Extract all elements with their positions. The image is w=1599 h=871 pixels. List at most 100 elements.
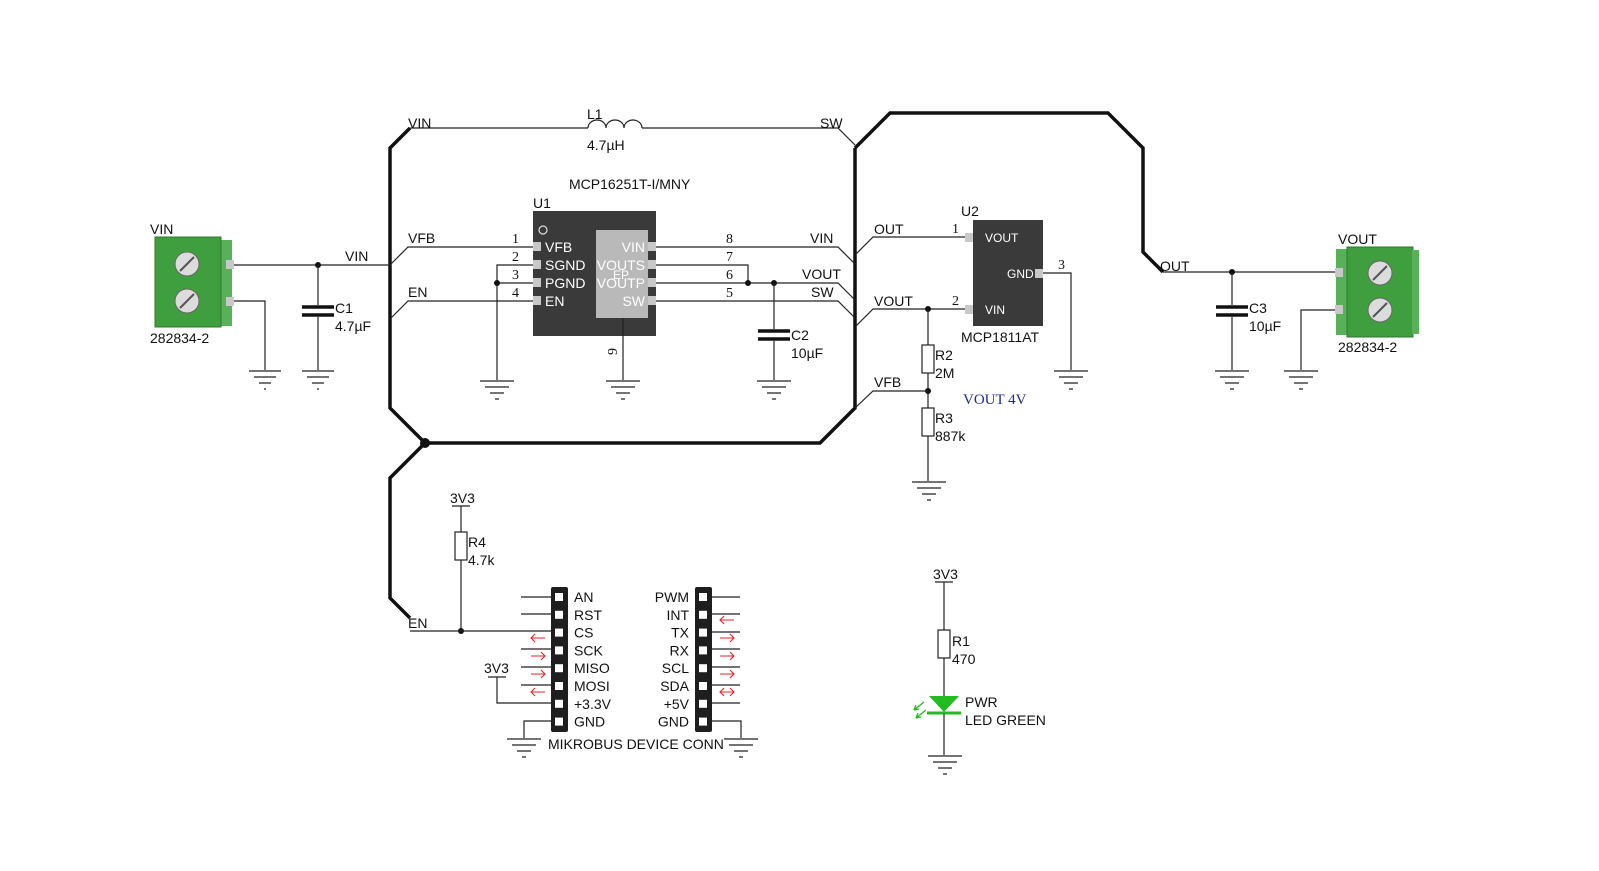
u2-pin-vout: VOUT xyxy=(985,231,1019,245)
mikrobus-left-pin xyxy=(555,628,563,637)
bus-lines xyxy=(388,111,1165,620)
net-vin-input: VIN xyxy=(345,248,368,264)
net-vfb-u1: VFB xyxy=(408,230,435,246)
mikrobus-left-label: RST xyxy=(574,607,602,623)
svg-text:1: 1 xyxy=(952,222,959,237)
r4-ref: R4 xyxy=(468,534,486,550)
svg-text:SW: SW xyxy=(622,293,645,309)
mikrobus-left-label: GND xyxy=(574,714,605,730)
r3-body xyxy=(921,407,935,437)
net-vin-l1: VIN xyxy=(408,115,431,131)
r1-ref: R1 xyxy=(952,633,970,649)
mikrobus-title: MIKROBUS DEVICE CONN xyxy=(548,736,724,752)
c3-value: 10µF xyxy=(1249,318,1281,334)
net-3v3-led: 3V3 xyxy=(933,566,958,582)
mikrobus-pins: ANRSTCSSCKMISOMOSI+3.3VGNDPWMINTTXRXSCLS… xyxy=(555,589,707,730)
mikrobus-right-label: PWM xyxy=(655,589,689,605)
mikrobus-right-pin xyxy=(699,628,707,637)
svg-text:3: 3 xyxy=(1058,258,1065,273)
l1-value: 4.7µH xyxy=(587,137,625,153)
mikrobus-right-header xyxy=(695,587,712,732)
net-en-u1: EN xyxy=(408,284,427,300)
terminal-in-part: 282834-2 xyxy=(150,330,209,346)
mikrobus-left-pin xyxy=(555,699,563,708)
u2-pin-vin: VIN xyxy=(985,303,1005,317)
svg-text:EN: EN xyxy=(545,293,564,309)
svg-text:5: 5 xyxy=(726,286,733,301)
u1-left-pins: VFB SGND PGND EN 1 2 3 4 xyxy=(512,232,585,309)
mikrobus-right-pin xyxy=(699,682,707,690)
mikrobus-left-label: MISO xyxy=(574,660,610,676)
svg-text:VOUTS: VOUTS xyxy=(597,257,645,273)
mikrobus-right-pin xyxy=(699,699,707,708)
u2-ref: U2 xyxy=(961,203,979,219)
c2-value: 10µF xyxy=(791,345,823,361)
output-terminal: VOUT 282834-2 xyxy=(1335,231,1419,355)
mikrobus-right-label: +5V xyxy=(664,696,690,712)
u1-pin9: 9 xyxy=(606,348,621,355)
net-en-bus: EN xyxy=(408,615,427,631)
mikrobus-right-label: SCL xyxy=(662,660,689,676)
u1-ref: U1 xyxy=(533,195,551,211)
r1-value: 470 xyxy=(952,651,976,667)
mikrobus-left-label: MOSI xyxy=(574,678,610,694)
r3-ref: R3 xyxy=(935,410,953,426)
svg-text:VFB: VFB xyxy=(545,239,572,255)
net-sw-l1: SW xyxy=(820,115,843,131)
u2-pin-gnd: GND xyxy=(1007,267,1034,281)
l1-ref: L1 xyxy=(587,106,603,122)
svg-text:2: 2 xyxy=(512,250,519,265)
mikrobus-right-label: TX xyxy=(671,625,690,641)
svg-text:2: 2 xyxy=(952,294,959,309)
mikrobus-left-label: CS xyxy=(574,625,593,641)
net-out-output: OUT xyxy=(1160,258,1190,274)
u1-right-pins: VIN VOUTS VOUTP SW 8 7 6 5 xyxy=(597,232,733,309)
net-vin-u1: VIN xyxy=(810,230,833,246)
svg-text:1: 1 xyxy=(512,232,519,247)
led-pwr xyxy=(913,696,961,719)
led-ref: PWR xyxy=(965,694,998,710)
mikrobus-right-label: RX xyxy=(670,642,690,658)
c1-value: 4.7µF xyxy=(335,318,371,334)
mikrobus-left-header xyxy=(551,587,568,732)
mikrobus-left-label: +3.3V xyxy=(574,696,612,712)
mikrobus-left-pin xyxy=(555,610,563,619)
svg-text:3: 3 xyxy=(512,268,519,283)
mikrobus-right-pin xyxy=(699,664,707,673)
u1-part: MCP16251T-I/MNY xyxy=(569,176,691,192)
mikrobus-left-pin xyxy=(555,682,563,690)
net-vout-u2: VOUT xyxy=(874,293,913,309)
r4-value: 4.7k xyxy=(468,552,495,568)
mikrobus-right-label: GND xyxy=(658,714,689,730)
u1-exposed-pad xyxy=(596,230,648,318)
mikrobus-left-pin xyxy=(555,717,563,726)
mikrobus-right-label: INT xyxy=(666,607,689,623)
mikrobus-left-pin xyxy=(555,646,563,655)
net-3v3-r4: 3V3 xyxy=(450,490,475,506)
net-vout-u1: VOUT xyxy=(802,266,841,282)
mikrobus-right-label: SDA xyxy=(660,678,689,694)
r1-body xyxy=(937,629,951,659)
u1-ep-label: EP xyxy=(613,268,629,282)
r2-body xyxy=(921,344,935,374)
svg-text:PGND: PGND xyxy=(545,275,585,291)
r4-body xyxy=(454,531,468,561)
mikrobus-right-pin xyxy=(699,593,707,601)
terminal-out-net: VOUT xyxy=(1338,231,1377,247)
l1-coil xyxy=(587,119,643,129)
terminal-in-net: VIN xyxy=(150,221,173,237)
net-3v3-mikrobus: 3V3 xyxy=(484,660,509,676)
net-sw-u1: SW xyxy=(811,284,834,300)
signal-direction-arrows xyxy=(530,615,735,697)
net-vfb-divider: VFB xyxy=(874,374,901,390)
r3-value: 887k xyxy=(935,428,966,444)
svg-text:VOUTP: VOUTP xyxy=(597,275,645,291)
mikrobus-right-pin xyxy=(699,610,707,619)
c3-ref: C3 xyxy=(1249,300,1267,316)
mikrobus-left-pin xyxy=(555,593,563,601)
input-terminal: VIN 282834-2 xyxy=(150,221,234,346)
led-value: LED GREEN xyxy=(965,712,1046,728)
terminal-out-part: 282834-2 xyxy=(1338,339,1397,355)
mikrobus-left-pin xyxy=(555,664,563,673)
